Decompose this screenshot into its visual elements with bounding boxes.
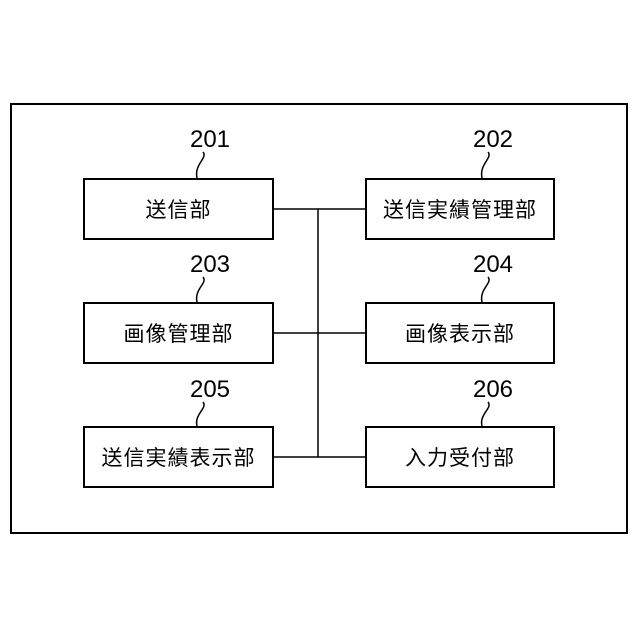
block-transmission-record-management-unit: 送信実績管理部: [365, 178, 555, 240]
leader-203: [195, 276, 205, 303]
ref-number-202: 202: [472, 126, 514, 153]
block-label: 送信部: [145, 199, 212, 222]
ref-number-201: 201: [189, 126, 231, 153]
ref-number-204: 204: [472, 251, 514, 278]
ref-number-203: 203: [189, 251, 231, 278]
leader-201: [195, 151, 205, 179]
leader-206: [480, 401, 490, 427]
leader-204: [480, 276, 490, 303]
leader-202: [480, 151, 490, 179]
block-label: 画像管理部: [123, 323, 234, 346]
block-label: 画像表示部: [405, 323, 515, 346]
ref-number-205: 205: [189, 376, 231, 403]
block-transmission-record-display-unit: 送信実績表示部: [83, 426, 274, 488]
block-input-reception-unit: 入力受付部: [365, 426, 555, 488]
leader-205: [195, 401, 205, 427]
block-label: 入力受付部: [405, 447, 515, 470]
block-image-display-unit: 画像表示部: [365, 302, 555, 364]
block-label: 送信実績表示部: [101, 447, 256, 470]
block-label: 送信実績管理部: [383, 199, 537, 222]
block-transmission-unit: 送信部: [83, 178, 274, 240]
outer-frame: [10, 103, 628, 534]
block-image-management-unit: 画像管理部: [83, 302, 274, 364]
ref-number-206: 206: [472, 376, 514, 403]
